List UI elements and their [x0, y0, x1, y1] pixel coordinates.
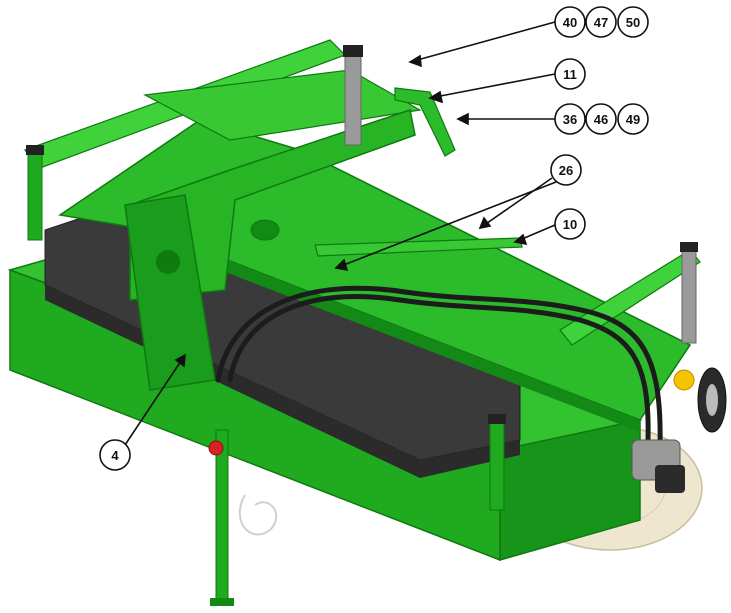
callout-47: 47 — [585, 6, 617, 38]
callout-10: 10 — [554, 208, 586, 240]
hood-front-lip — [150, 230, 640, 432]
post-front-left — [489, 419, 505, 511]
cable-coil — [238, 494, 278, 536]
svg-text:50: 50 — [626, 15, 640, 30]
callout-4: 4 — [99, 439, 131, 471]
mount-hole — [156, 250, 180, 274]
motor-housing — [655, 465, 685, 493]
post-front-left-cap — [488, 414, 506, 424]
post-back-cap — [343, 45, 363, 57]
guide-wheel-hub — [706, 384, 718, 416]
callout-26: 26 — [550, 154, 582, 186]
callout-50: 50 — [617, 6, 649, 38]
svg-text:36: 36 — [563, 112, 577, 127]
svg-text:40: 40 — [563, 15, 577, 30]
mount-plate — [124, 194, 216, 391]
svg-text:49: 49 — [626, 112, 640, 127]
bracket-part-11 — [394, 87, 456, 157]
sweeper-attachment-illustration — [7, 39, 727, 606]
frame-rail-right — [559, 249, 701, 346]
brush-shadow — [45, 285, 520, 478]
svg-text:47: 47 — [594, 15, 608, 30]
reflector-yellow — [673, 369, 695, 391]
parking-stand-foot — [210, 598, 234, 606]
leader-lines — [124, 21, 557, 446]
post-right-cap — [680, 242, 698, 252]
callout-40: 40 — [554, 6, 586, 38]
svg-text:4: 4 — [111, 448, 119, 463]
callout-36: 36 — [554, 103, 586, 135]
post-left-cap — [26, 145, 44, 155]
callout-11: 11 — [554, 58, 586, 90]
post-left — [27, 149, 43, 241]
electrical-plug — [208, 440, 224, 456]
svg-text:11: 11 — [563, 67, 577, 82]
svg-text:26: 26 — [559, 163, 573, 178]
post-back — [344, 49, 362, 146]
pivot-tube — [250, 219, 280, 241]
svg-text:10: 10 — [563, 217, 577, 232]
parking-stand — [215, 429, 229, 606]
svg-text:46: 46 — [594, 112, 608, 127]
callout-49: 49 — [617, 103, 649, 135]
hydraulic-hoses — [215, 285, 663, 448]
plate-part-10 — [314, 237, 523, 257]
callout-46: 46 — [585, 103, 617, 135]
post-right — [681, 247, 697, 344]
